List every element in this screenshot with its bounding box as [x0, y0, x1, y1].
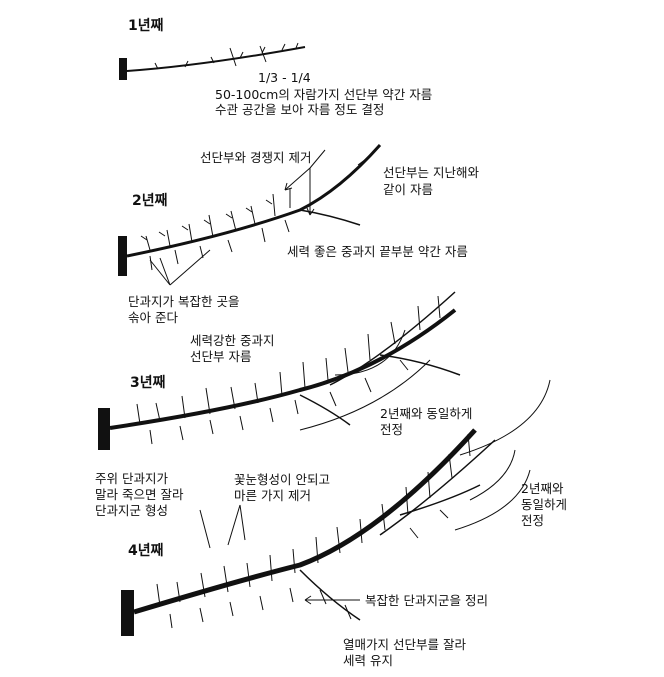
stage-4-note-same-line-2: 동일하게: [521, 497, 568, 512]
stage-1-note-line-1: 50-100cm의 자람가지 선단부 약간 자름: [215, 87, 433, 102]
stage-4-trunk-stub: [121, 590, 134, 636]
stage-4-note-dead-line-1: 꽃눈형성이 안되고: [234, 472, 330, 487]
stage-1-year-label: 1년째: [128, 18, 164, 34]
stage-4-note-tidy: 복잡한 단과지군을 정리: [365, 593, 488, 608]
stage-2-note-cut-line-2: 같이 자름: [383, 182, 433, 197]
stage-2-note-vigorous: 세력 좋은 중과지 끝부분 약간 자름: [287, 244, 468, 259]
stage-3-curves: [299, 329, 551, 456]
stage-4-year-label: 4년째: [128, 543, 164, 559]
stage-2-arrows: [149, 149, 326, 286]
stage-3-trunk-stub: [98, 408, 110, 450]
stage-4-note-cluster-line-3: 단과지군 형성: [95, 503, 168, 518]
stage-1-branch: [119, 42, 306, 80]
stage-2-note-remove-competitor: 선단부와 경쟁지 제거: [200, 150, 312, 165]
stage-3-year-label: 3년째: [130, 375, 166, 391]
stage-4-branch: [121, 428, 496, 636]
stage-2-note-thin-line-1: 단과지가 복잡한 곳을: [128, 294, 240, 309]
stage-3-note-same-line-1: 2년째와 동일하게: [380, 406, 473, 421]
stage-4-note-cluster-line-2: 말라 죽으면 잘라: [95, 487, 184, 502]
stage-3-note-same-line-2: 전정: [380, 422, 404, 437]
stage-4-note-same-line-3: 전정: [521, 513, 545, 528]
stage-4-note-fruit-line-1: 열매가지 선단부를 잘라: [343, 637, 466, 652]
stage-4-note-same-line-1: 2년째와: [521, 481, 564, 496]
stage-4-note-dead-line-2: 마른 가지 제거: [234, 488, 311, 503]
stage-4-note-fruit-line-2: 세력 유지: [343, 653, 393, 668]
stage-3-note-strong-line-2: 선단부 자름: [190, 349, 252, 364]
stage-1-note-line-2: 수관 공간을 보아 자름 정도 결정: [215, 102, 385, 117]
stage-2-trunk-stub: [118, 236, 127, 276]
stage-1-ratio-note: 1/3 - 1/4: [258, 70, 311, 85]
stage-2-note-thin-line-2: 솎아 준다: [128, 310, 178, 325]
stage-2-branch: [118, 144, 382, 276]
stage-2-note-cut-line-1: 선단부는 지난해와: [383, 165, 479, 180]
stage-3-branch: [98, 291, 461, 450]
stage-3-note-strong-line-1: 세력강한 중과지: [190, 333, 275, 348]
stage-2-year-label: 2년째: [132, 193, 168, 209]
stage-4-curves: [199, 449, 531, 605]
stage-4-note-cluster-line-1: 주위 단과지가: [95, 471, 168, 486]
stage-1-trunk-stub: [119, 58, 127, 80]
